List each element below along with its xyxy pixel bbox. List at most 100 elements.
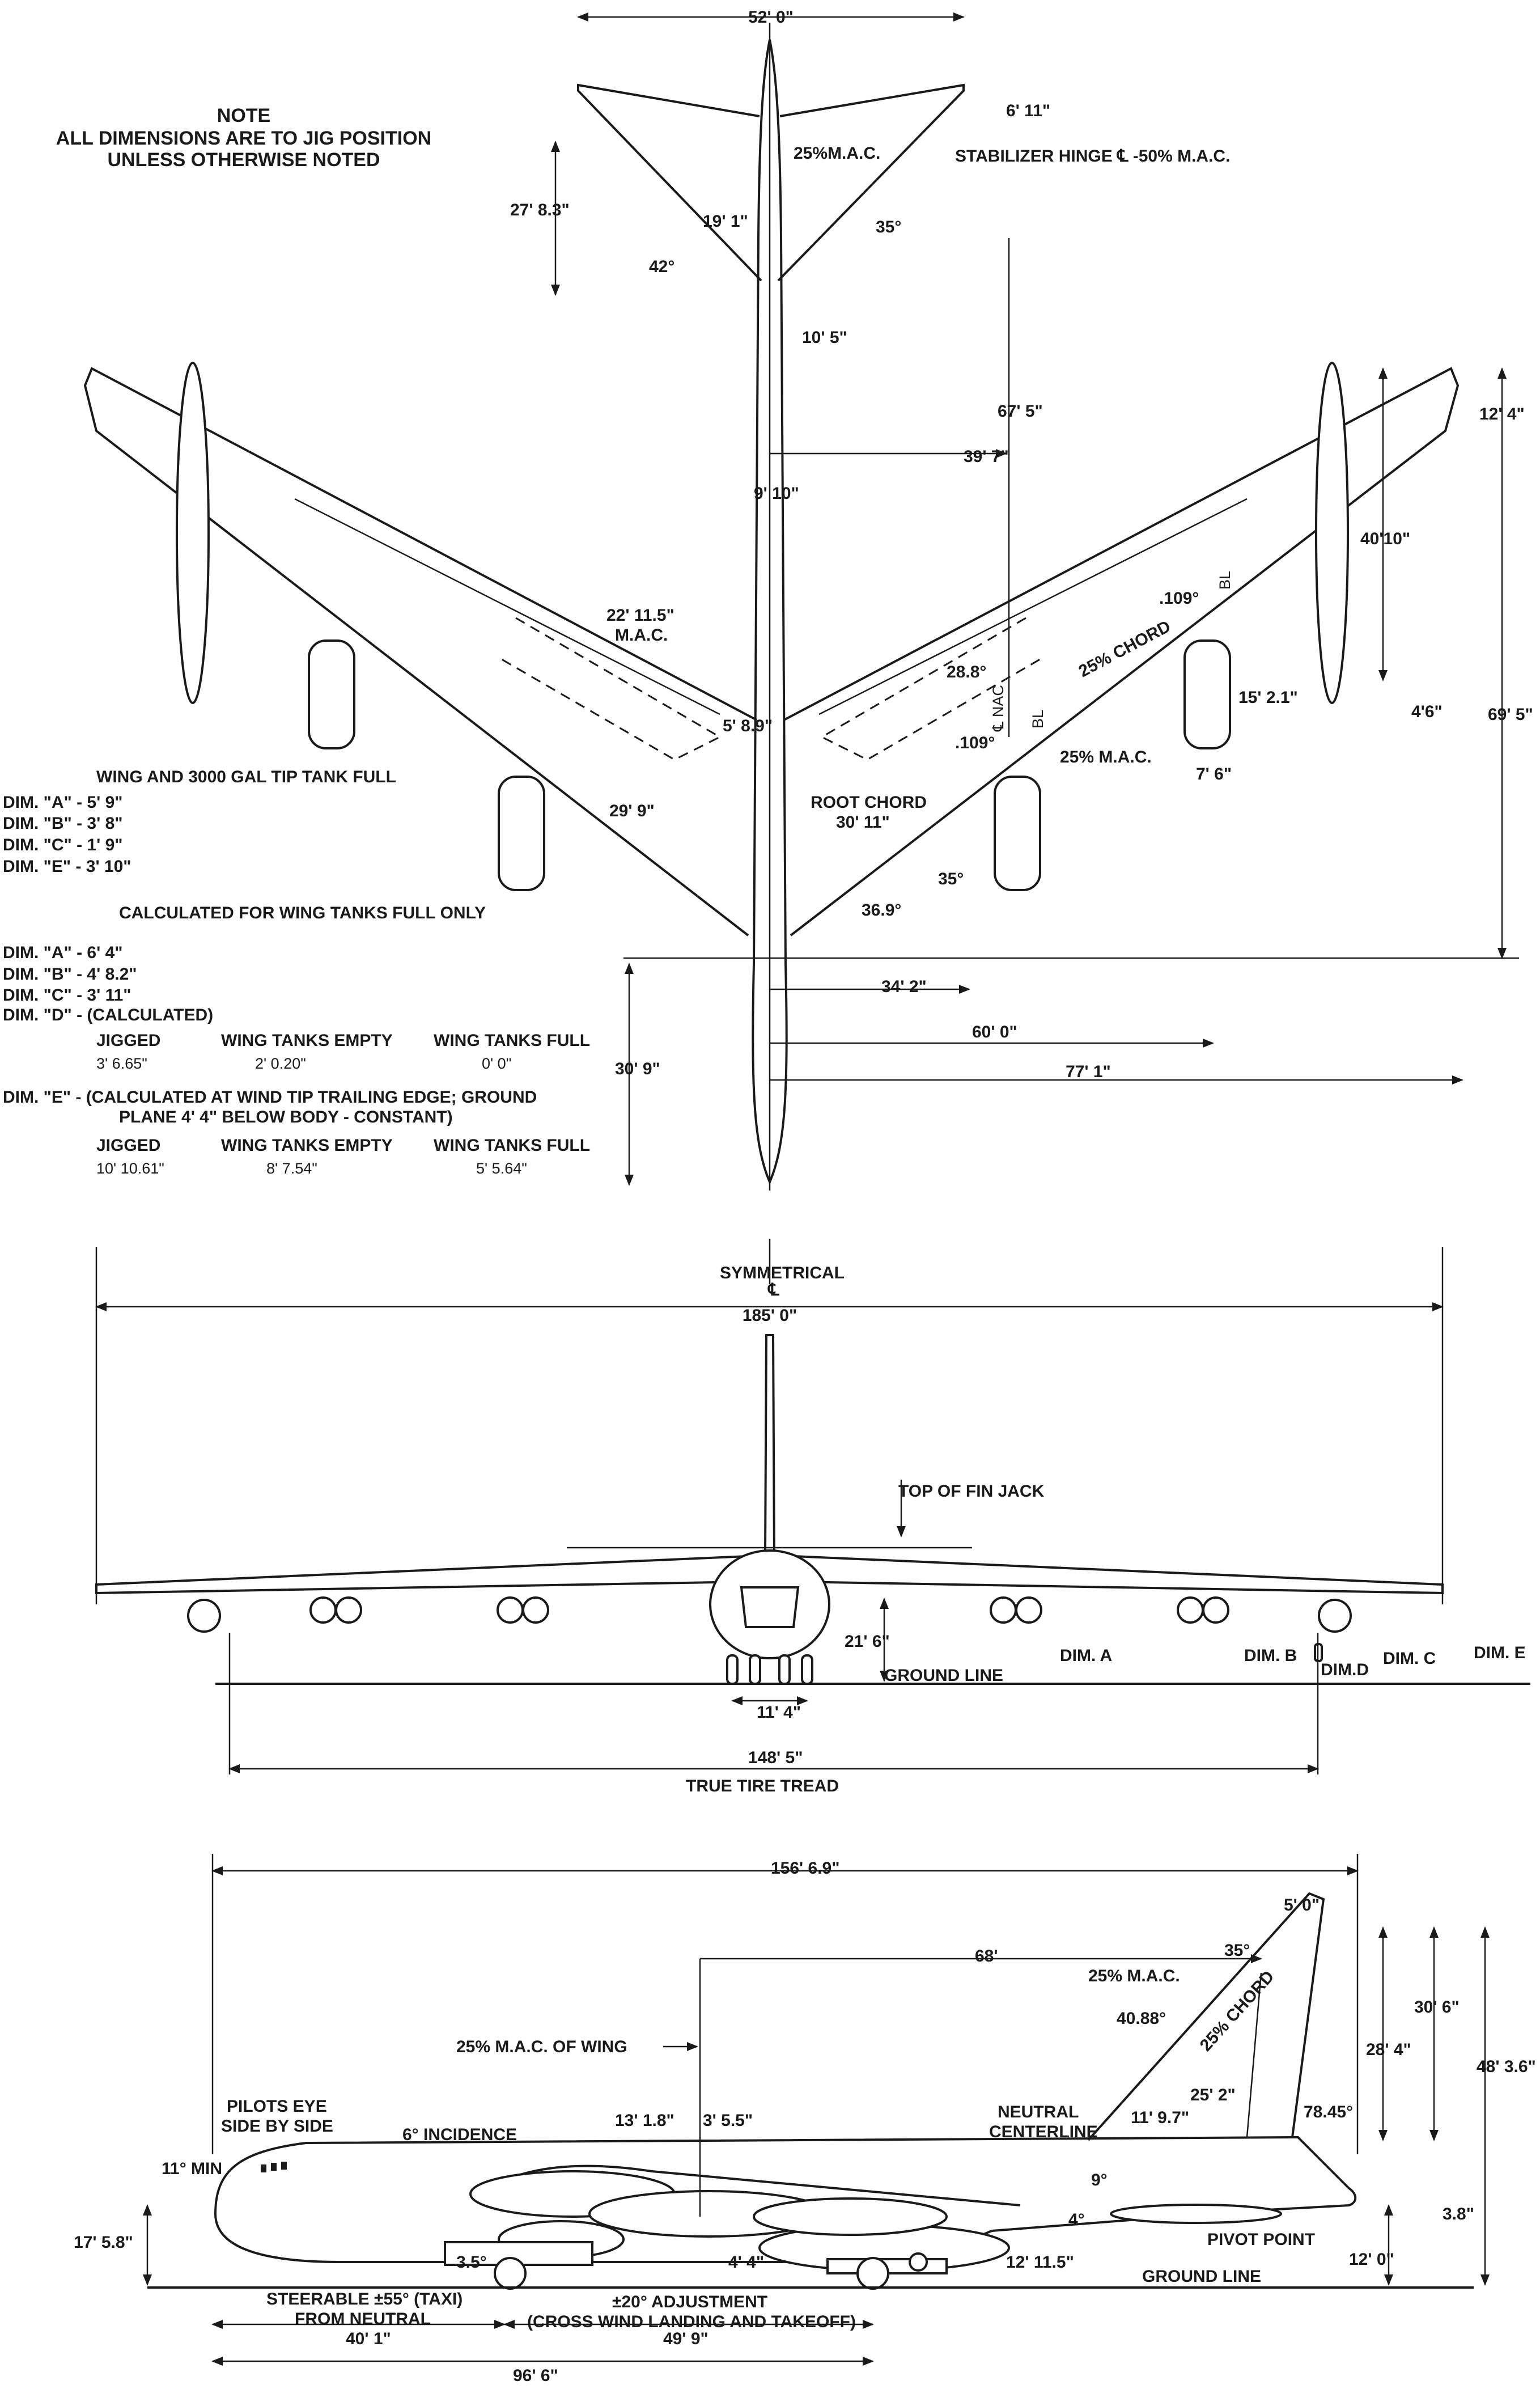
side-dim-3-8: 3.8" [1443,2205,1474,2223]
dim-36-9: 36.9° [862,901,901,920]
side-dim-28-4: 28' 4" [1366,2040,1411,2059]
tank-heading-2: CALCULATED FOR WING TANKS FULL ONLY [119,904,486,922]
side-dim-78-45: 78.45° [1304,2103,1353,2121]
plan-stabilizer [577,83,965,282]
side-steer-1: STEERABLE ±55° (TAXI) [266,2290,463,2308]
side-dim-3-5: 3.5° [456,2253,487,2272]
plan-right-inner-pod [994,776,1041,891]
wing-mac-label: M.A.C. [615,626,668,645]
side-length: 156' 6.9" [771,1859,839,1878]
wing-mac-dim: 22' 11.5" [606,606,674,625]
tank-col-jigged-2: JIGGED [96,1136,160,1155]
side-wing-mac: 25% M.A.C. OF WING [456,2038,627,2056]
dim-28-8: 28.8° [947,663,986,681]
front-fin-jack: TOP OF FIN JACK [898,1482,1045,1501]
tank-e-empty: 8' 7.54" [266,1160,317,1177]
side-min: 11° MIN [162,2159,222,2178]
dim-15-2-1: 15' 2.1" [1238,688,1298,707]
side-dim-11-9-7: 11' 9.7" [1131,2108,1189,2127]
tank-dim-c-1: DIM. "C" - 1' 9" [3,836,123,854]
tank-heading-1: WING AND 3000 GAL TIP TANK FULL [96,768,396,786]
tank-col-jigged: JIGGED [96,1031,160,1050]
front-dim-a: DIM. A [1060,1646,1112,1665]
note-line-2: UNLESS OTHERWISE NOTED [107,149,380,171]
plan-right-wing [783,367,1460,937]
dim-30-9: 30' 9" [615,1060,660,1078]
side-dim-13-1-8: 13' 1.8" [615,2111,674,2130]
side-dim-48-3-6: 48' 3.6" [1477,2057,1536,2076]
tank-d-empty: 2' 0.20" [255,1055,306,1072]
side-cockpit-windows [261,2162,287,2172]
side-steer-2: FROM NEUTRAL [295,2310,431,2328]
general-note: NOTE ALL DIMENSIONS ARE TO JIG POSITION … [56,105,431,171]
side-ground-label: GROUND LINE [1142,2267,1261,2286]
tank-col-full-2: WING TANKS FULL [434,1136,590,1155]
plan-right-tip-tank [1315,362,1349,704]
dim-40-10: 40'10" [1360,530,1410,548]
note-line-1: ALL DIMENSIONS ARE TO JIG POSITION [56,128,431,149]
dim-34-2: 34' 2" [881,977,927,996]
front-tread-label: TRUE TIRE TREAD [686,1777,839,1795]
front-fuselage [709,1549,830,1659]
side-dim-12-11-5: 12' 11.5" [1006,2253,1074,2272]
stab-mac: 25%M.A.C. [794,144,880,163]
side-pilots-1: PILOTS EYE [227,2097,327,2116]
plan-dimension-labels: 52' 0" 6' 11" 25%M.A.C. STABILIZER HINGE… [510,8,1533,1081]
side-fin-sweep: 35° [1224,1941,1250,1960]
front-fin [764,1334,775,1557]
side-dim-40-1: 40' 1" [346,2329,391,2348]
bl-label-b: BL [1216,571,1233,590]
front-dim-21-6: 21' 6" [845,1632,890,1651]
dim-29-9: 29' 9" [609,802,655,820]
tank-col-full: WING TANKS FULL [434,1031,590,1050]
side-fin-tip: 5' 0" [1284,1896,1320,1914]
tank-dim-d-2: DIM. "D" - (CALCULATED) [3,1006,213,1024]
side-labels: 156' 6.9" 5' 0" 68' 35° 25% M.A.C. 30' 6… [74,1859,1536,2385]
stab-hinge: STABILIZER HINGE ℄ -50% M.A.C. [955,147,1230,166]
side-dim-4: 4° [1068,2210,1085,2229]
front-engine-pods [187,1596,1352,1633]
tank-col-empty: WING TANKS EMPTY [221,1031,393,1050]
mac-25: 25% M.A.C. [1060,748,1152,766]
front-labels: SYMMETRICAL ℄ 185' 0" TOP OF FIN JACK 21… [686,1264,1526,1795]
side-neutral-1: NEUTRAL [998,2103,1079,2121]
dim-67-5: 67' 5" [998,402,1043,421]
tank-e-jigged: 10' 10.61" [96,1160,164,1177]
front-span: 185' 0" [743,1306,797,1325]
front-cl: ℄ [767,1281,779,1299]
plan-left-outer-pod [308,639,355,749]
side-dim-17-5-8: 17' 5.8" [74,2233,133,2252]
side-stabilizer [1110,2204,1282,2224]
tank-e-full: 5' 5.64" [476,1160,527,1177]
chord-25: 25% CHORD [1076,617,1174,681]
dim-4-6: 4'6" [1411,702,1443,721]
stab-angle: 42° [649,257,674,276]
tank-notes: WING AND 3000 GAL TIP TANK FULL DIM. "A"… [3,768,590,1177]
side-dim-49-9: 49' 9" [663,2329,709,2348]
side-pilots-2: SIDE BY SIDE [221,2117,333,2136]
plan-left-wing [83,367,757,937]
side-fin-mac: 25% M.A.C. [1088,1967,1180,1985]
tank-e-line-2: PLANE 4' 4" BELOW BODY - CONSTANT) [119,1108,453,1126]
side-dim-96-6: 96' 6" [513,2366,558,2385]
nac-centerline: ℄ NAC [990,685,1007,732]
dim-7-6: 7' 6" [1196,765,1232,783]
tank-d-full: 0' 0" [482,1055,511,1072]
dim-35: 35° [938,870,964,888]
dim-39-7: 39' 7" [964,447,1009,466]
dim-109-a: .109° [1159,589,1199,608]
front-dim-e: DIM. E [1474,1643,1526,1662]
tank-col-empty-2: WING TANKS EMPTY [221,1136,393,1155]
stab-span: 52' 0" [748,8,794,27]
front-view: SYMMETRICAL ℄ 185' 0" TOP OF FIN JACK 21… [95,1239,1530,1795]
dim-9-10: 9' 10" [754,484,799,503]
tank-dim-b-2: DIM. "B" - 4' 8.2" [3,965,137,984]
front-dim-d: DIM.D [1321,1661,1369,1679]
tank-dim-c-2: DIM. "C" - 3' 11" [3,986,131,1005]
stab-root: 10' 5" [802,328,847,347]
side-dim-40-88: 40.88° [1117,2009,1166,2028]
dim-69-5: 69' 5" [1488,705,1533,724]
side-view: 156' 6.9" 5' 0" 68' 35° 25% M.A.C. 30' 6… [74,1854,1536,2385]
side-dim-4-4: 4' 4" [728,2253,764,2272]
